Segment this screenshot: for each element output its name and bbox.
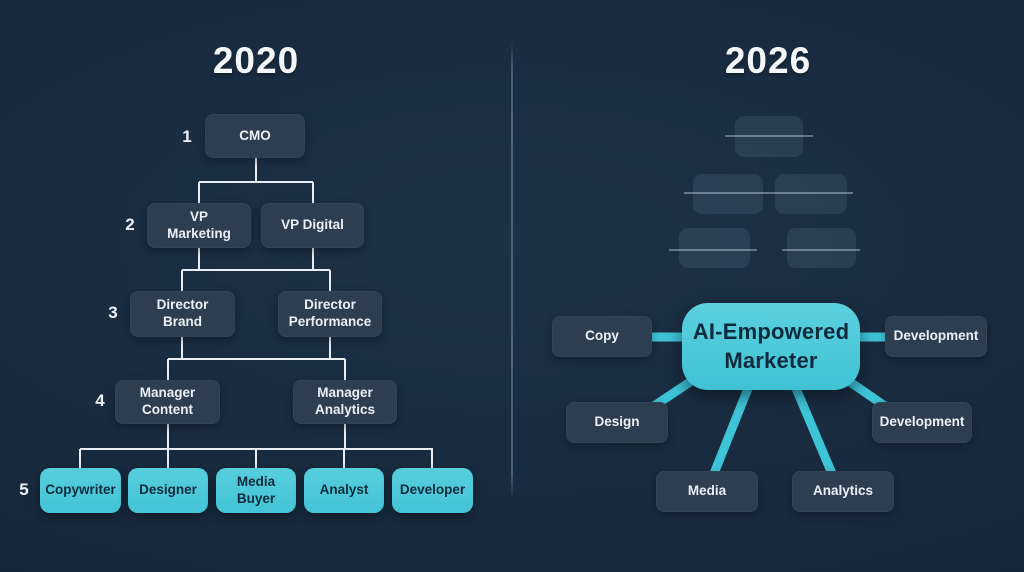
level-number-4: 4 — [95, 391, 105, 410]
satellite-analytics: Analytics — [792, 471, 894, 512]
ghost-node-2 — [693, 174, 763, 214]
level-number-5: 5 — [19, 480, 29, 499]
satellite-copy: Copy — [552, 316, 652, 357]
hub-spoke-lines — [639, 332, 897, 481]
satellite-media: Media — [656, 471, 758, 512]
org-tree-lines — [79, 158, 433, 468]
level-number-1: 1 — [182, 127, 192, 146]
level-number-3: 3 — [108, 303, 118, 322]
right-panel-title: 2026 — [724, 40, 812, 81]
satellite-development-top: Development — [885, 316, 987, 357]
org-node-director-performance: Director Performance — [278, 291, 382, 337]
ghost-node-5 — [787, 228, 856, 268]
org-node-designer: Designer — [128, 468, 208, 513]
left-panel-title: 2020 — [212, 40, 300, 81]
satellite-development-bottom: Development — [872, 402, 972, 443]
ghost-node-3 — [775, 174, 847, 214]
hub-ai-empowered-marketer: AI-Empowered Marketer — [682, 303, 860, 390]
org-node-copywriter: Copywriter — [40, 468, 121, 513]
ghost-node-1 — [735, 116, 803, 157]
org-node-vp-marketing: VP Marketing — [147, 203, 251, 248]
panel-divider — [511, 42, 513, 500]
org-node-director-brand: Director Brand — [130, 291, 235, 337]
org-node-media-buyer: Media Buyer — [216, 468, 296, 513]
ghost-node-4 — [679, 228, 750, 268]
satellite-design: Design — [566, 402, 668, 443]
org-node-manager-content: Manager Content — [115, 380, 220, 424]
org-node-manager-analytics: Manager Analytics — [293, 380, 397, 424]
org-node-cmo: CMO — [205, 114, 305, 158]
level-number-2: 2 — [125, 215, 135, 234]
org-node-developer: Developer — [392, 468, 473, 513]
org-node-analyst: Analyst — [304, 468, 384, 513]
org-node-vp-digital: VP Digital — [261, 203, 364, 248]
